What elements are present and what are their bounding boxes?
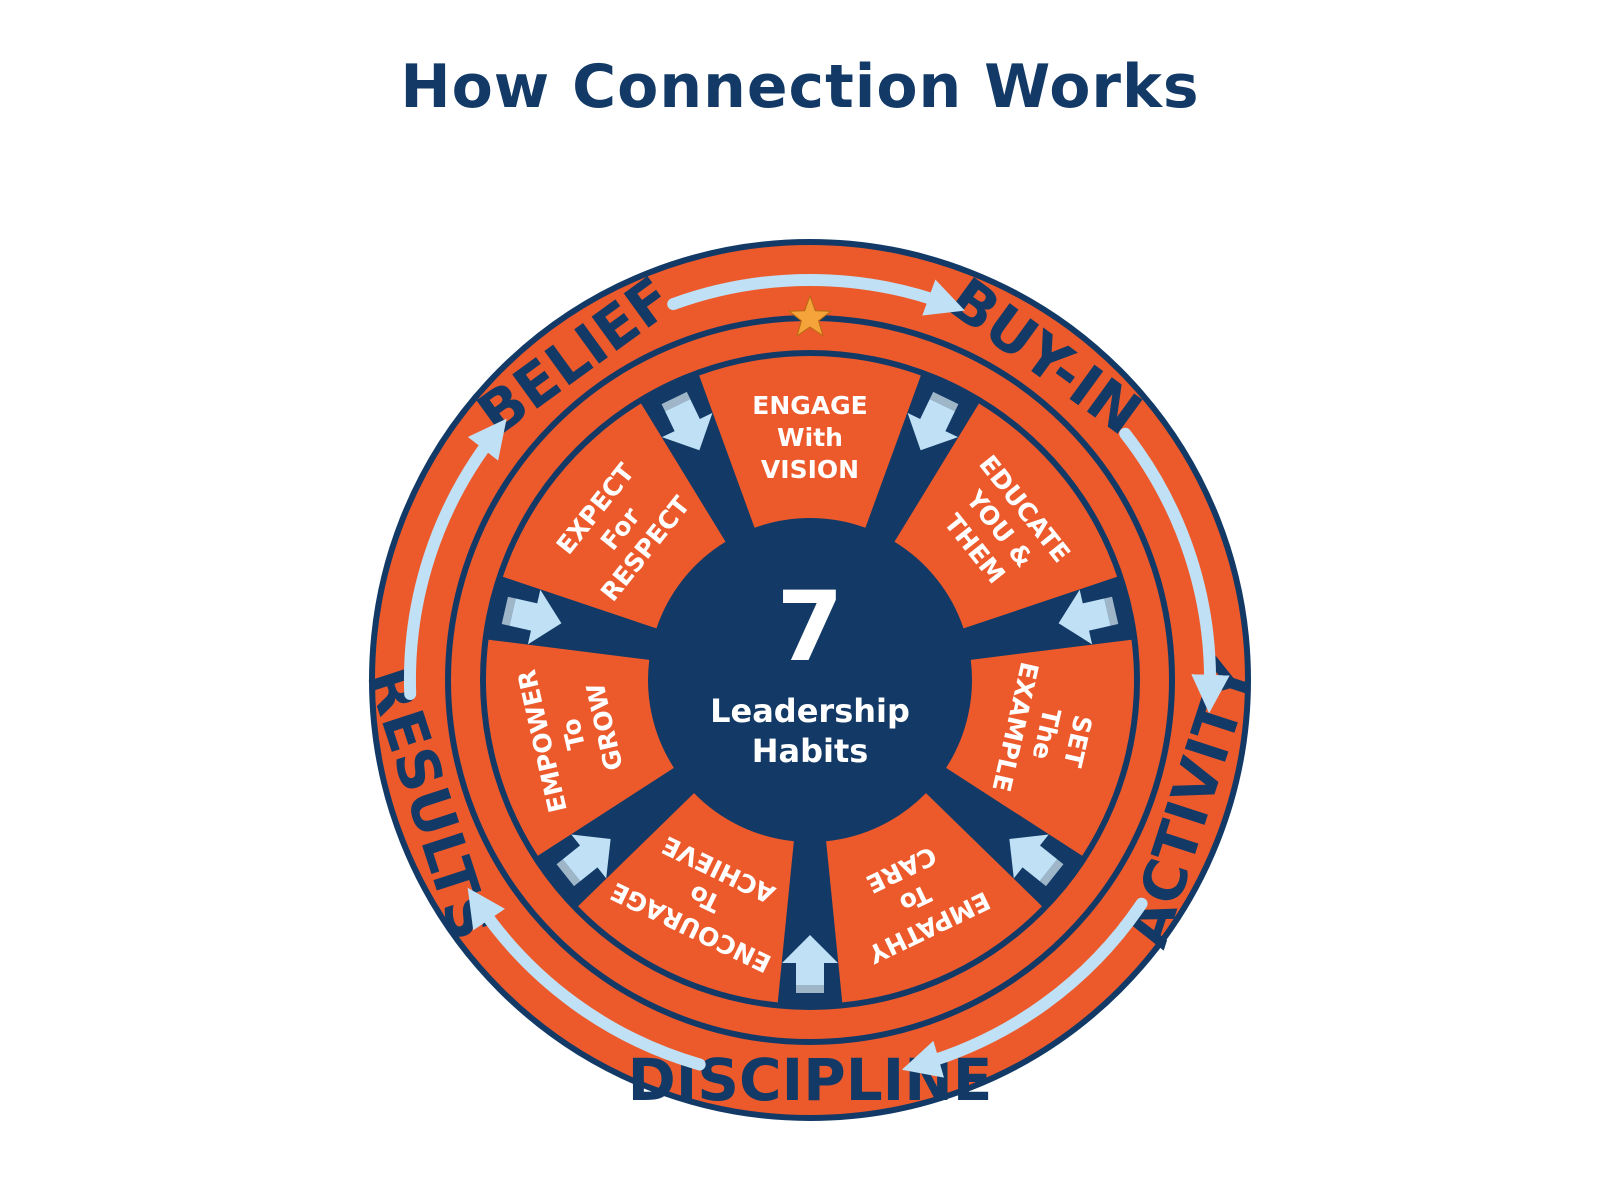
habit-segment-shape bbox=[946, 639, 1134, 856]
center-number: 7 bbox=[777, 571, 844, 683]
arrow-icon bbox=[1119, 427, 1230, 714]
arrow-icon bbox=[403, 418, 507, 700]
habit-segment-shape bbox=[578, 793, 794, 1003]
center-label-line1: Leadership bbox=[710, 692, 910, 730]
arrow-tail bbox=[556, 859, 581, 887]
arrow-icon bbox=[661, 391, 713, 451]
arrow-tail bbox=[796, 985, 824, 993]
habit-label-line: With bbox=[777, 423, 843, 452]
arrow-icon bbox=[467, 887, 706, 1071]
star-icon bbox=[787, 294, 833, 337]
habit-segment: EMPATHYToCARE bbox=[826, 793, 1042, 1003]
arrow-shape bbox=[509, 589, 562, 645]
arrow-shape bbox=[661, 399, 713, 451]
arrow-tail bbox=[661, 391, 691, 412]
arrow-tail bbox=[1104, 596, 1119, 626]
habit-segment: SETTheEXAMPLE bbox=[946, 639, 1134, 856]
arrow-icon bbox=[667, 274, 965, 316]
arrow-icon bbox=[782, 935, 838, 993]
arrow-icon bbox=[1058, 589, 1119, 645]
center-label-line2: Habits bbox=[752, 732, 869, 770]
habit-label-line: To bbox=[556, 716, 591, 753]
cycle-flow-arrows bbox=[403, 274, 1230, 1078]
habit-segment-shape bbox=[699, 355, 921, 528]
arrow-shape bbox=[1058, 589, 1111, 645]
arrow-icon bbox=[1009, 834, 1064, 887]
arrow-shape bbox=[562, 834, 611, 882]
arrow-shape bbox=[782, 935, 838, 985]
arrow-icon bbox=[501, 589, 562, 645]
arrow-icon bbox=[901, 897, 1148, 1078]
habit-segment: ENCOURAGEToACHIEVE bbox=[578, 793, 794, 1003]
arrow-icon bbox=[907, 391, 959, 451]
habit-segment: EDUCATEYOU &THEM bbox=[894, 403, 1118, 629]
habit-segment-shape bbox=[502, 403, 726, 629]
habit-segment-shape bbox=[826, 793, 1042, 1003]
habit-label-line: VISION bbox=[761, 455, 859, 484]
arrow-tail bbox=[929, 391, 959, 412]
arrow-shape bbox=[907, 399, 959, 451]
habit-segment-shape bbox=[894, 403, 1118, 629]
page-title: How Connection Works bbox=[400, 52, 1200, 122]
habit-flow-arrows bbox=[501, 391, 1119, 993]
habit-segment: EMPOWERToGROW bbox=[486, 639, 674, 856]
arrow-icon bbox=[556, 834, 611, 887]
habit-segment-shape bbox=[486, 639, 674, 856]
arrow-tail bbox=[501, 596, 516, 626]
habit-label-line: ENGAGE bbox=[752, 391, 867, 420]
arrow-tail bbox=[1039, 859, 1064, 887]
arrow-shape bbox=[1009, 834, 1058, 882]
